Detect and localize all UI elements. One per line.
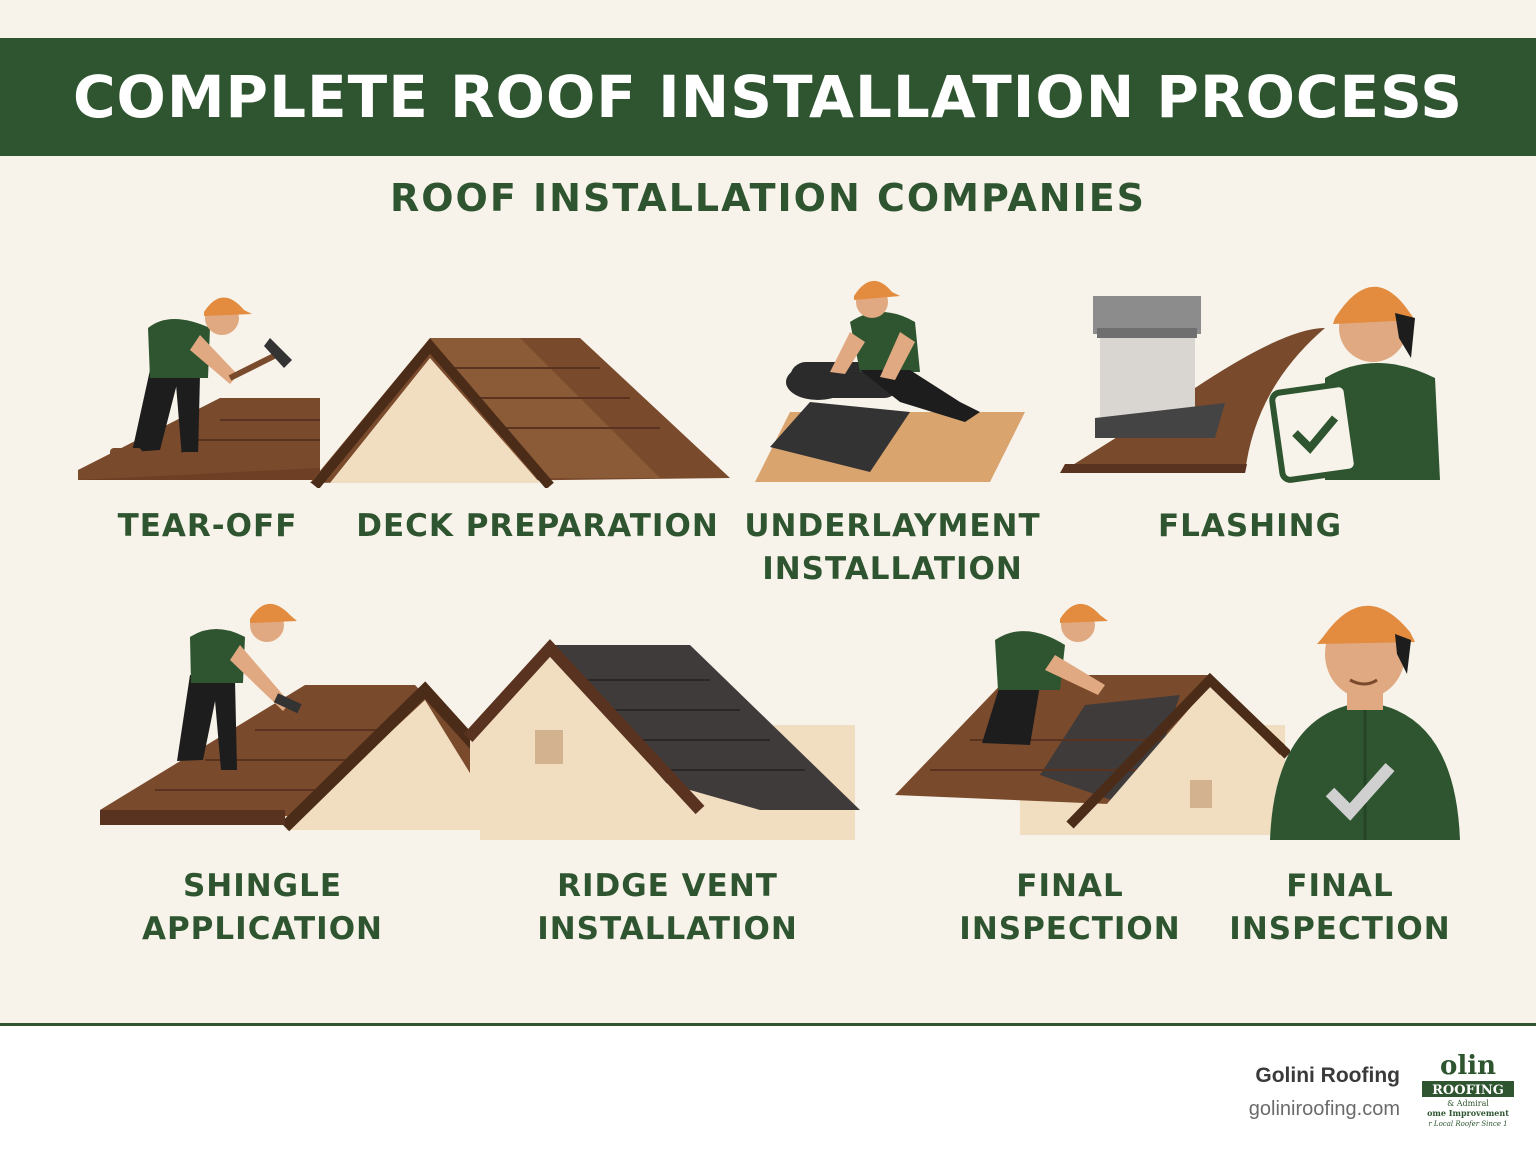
roof-deck-icon <box>310 338 730 488</box>
step-label-final-inspection-2: FINAL INSPECTION <box>1229 868 1451 947</box>
step-label-underlayment-installation: UNDERLAYMENT INSTALLATION <box>744 508 1041 587</box>
footer-divider <box>0 1023 1536 1026</box>
house-dark-shingles-icon <box>463 639 860 840</box>
worker-rolling-underlayment-icon <box>755 280 1025 482</box>
worker-shingling-icon <box>100 603 550 832</box>
logo-line-2: ROOFING <box>1432 1083 1504 1098</box>
worker-hammer-roof-icon <box>78 297 320 480</box>
logo-line-1: olin <box>1440 1051 1496 1081</box>
step-label-deck-preparation: DECK PREPARATION <box>356 508 719 544</box>
infographic-poster: COMPLETE ROOF INSTALLATION PROCESS ROOF … <box>0 0 1536 1025</box>
step-label-final-inspection-1: FINAL INSPECTION <box>959 868 1181 947</box>
worker-on-house-roof-icon <box>895 603 1290 835</box>
step-label-ridge-vent-installation: RIDGE VENT INSTALLATION <box>537 868 798 947</box>
company-logo: olin ROOFING & Admiral ome Improvement r… <box>1422 1051 1514 1128</box>
logo-line-3: & Admiral <box>1447 1099 1489 1108</box>
logo-line-4: ome Improvement <box>1427 1108 1509 1118</box>
title-banner: COMPLETE ROOF INSTALLATION PROCESS <box>0 38 1536 156</box>
company-name: Golini Roofing <box>1255 1064 1400 1087</box>
step-label-tear-off: TEAR-OFF <box>117 508 298 544</box>
page-subtitle: ROOF INSTALLATION COMPANIES <box>389 176 1147 220</box>
step-label-shingle-application: SHINGLE APPLICATION <box>141 868 384 947</box>
inspector-checkmark-icon <box>1270 605 1460 840</box>
logo-line-5: r Local Roofer Since 1 <box>1428 1120 1507 1128</box>
company-website[interactable]: goliniroofing.com <box>1248 1098 1400 1120</box>
page-title: COMPLETE ROOF INSTALLATION PROCESS <box>72 63 1464 131</box>
step-label-flashing: FLASHING <box>1157 508 1343 544</box>
chimney-flashing-inspector-icon <box>1060 286 1440 483</box>
